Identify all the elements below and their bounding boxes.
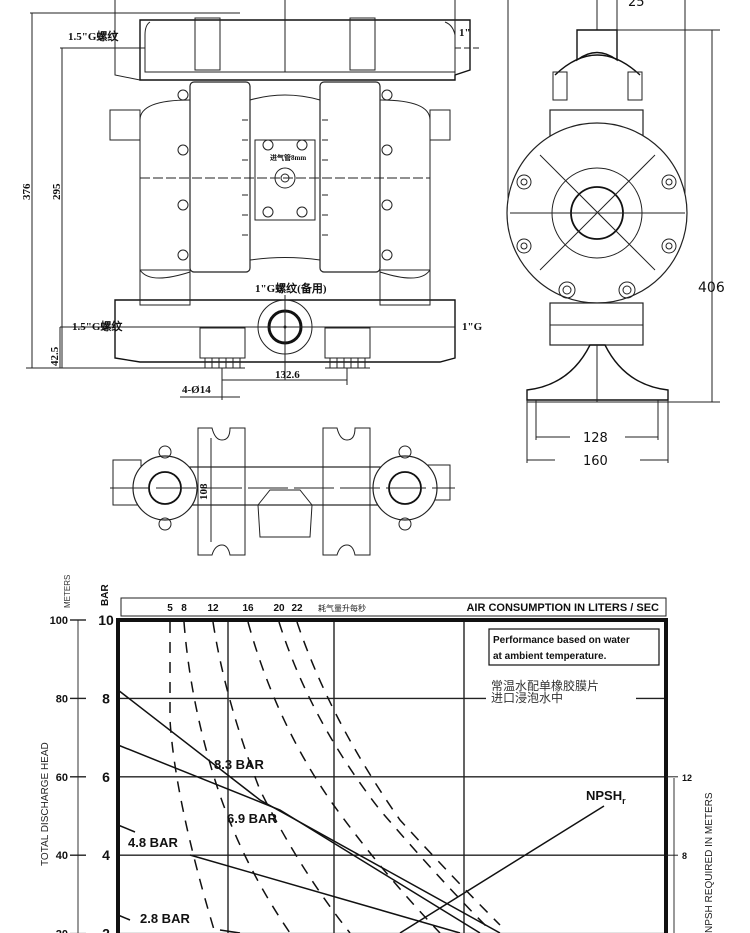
side-bolts xyxy=(516,174,677,299)
air-tick-label: 12 xyxy=(207,603,219,614)
right-axis-title: NPSH REQUIRED IN METERS xyxy=(704,792,715,933)
pressure-curve-6-9-BAR xyxy=(117,744,481,933)
front-view: 进气管8mm 1"G螺纹(备用) 1"G 1" 1.5"G螺纹 1.5"G螺纹 … xyxy=(21,0,483,400)
air-tick-label: 8 xyxy=(181,603,187,614)
spare-port-label: 1"G螺纹(备用) xyxy=(255,281,327,295)
air-tick-label: 22 xyxy=(291,603,303,614)
pressure-curve-4-8-BAR xyxy=(117,824,461,933)
dim-top: 25 xyxy=(628,0,645,10)
label-6-9-bar: 6.9 BAR xyxy=(227,811,277,826)
air-tick-label: 20 xyxy=(273,603,285,614)
npsh-tick-label: 12 xyxy=(682,773,692,783)
meters-tick-label: 60 xyxy=(56,772,68,784)
air-curve-12 xyxy=(212,621,351,933)
outlet-thread-label: 1.5"G螺纹 xyxy=(68,29,119,43)
note-box xyxy=(488,628,660,666)
air-tick-label: 5 xyxy=(167,603,173,614)
npsh-curve xyxy=(399,805,605,933)
label-8-3-bar: 8.3 BAR xyxy=(214,757,264,772)
dim-outlet-height: 295 xyxy=(51,183,63,200)
side-port-label: 1"G xyxy=(462,321,483,333)
dim-height: 406 xyxy=(698,280,725,296)
air-consumption-header xyxy=(120,597,667,617)
bottom-view: 108 xyxy=(110,427,455,556)
pressure-curve-8-3-BAR xyxy=(117,689,501,933)
air-port-label: 1" xyxy=(459,27,471,39)
note-line-1: Performance based on water xyxy=(493,635,630,646)
bar-tick-label: 6 xyxy=(102,769,110,785)
meters-unit: METERS xyxy=(63,575,72,608)
performance-chart: AIR CONSUMPTION IN LITERS / SEC 耗气量升每秒 5… xyxy=(40,575,715,933)
chart-title: AIR CONSUMPTION IN LITERS / SEC xyxy=(466,602,659,614)
meters-tick-label: 20 xyxy=(56,929,68,933)
bar-tick-label: 2 xyxy=(102,926,110,933)
label-npsh: NPSHr xyxy=(586,788,626,806)
air-curve-20 xyxy=(278,621,491,931)
dim-foot-outer: 160 xyxy=(583,454,608,469)
air-curve-8 xyxy=(183,621,291,933)
note-cn-line-1: 常温水配单橡胶膜片 xyxy=(491,678,599,693)
dim-foot-inner: 128 xyxy=(583,431,608,446)
meters-tick-label: 100 xyxy=(50,615,68,627)
housing-ribs xyxy=(242,119,328,236)
label-2-8-bar: 2.8 BAR xyxy=(140,911,190,926)
bar-tick-label: 8 xyxy=(102,690,110,706)
bar-unit: BAR xyxy=(100,584,111,606)
label-4-8-bar: 4.8 BAR xyxy=(128,835,178,850)
bar-tick-label: 10 xyxy=(98,612,114,628)
note-cn-line-2: 进口浸泡水中 xyxy=(491,690,563,705)
air-tick-label: 16 xyxy=(242,603,254,614)
air-curve-22 xyxy=(296,621,501,926)
bar-tick-label: 4 xyxy=(102,847,110,863)
inlet-thread-label: 1.5"G螺纹 xyxy=(72,319,123,333)
plot-frame xyxy=(116,618,668,933)
air-curve-16 xyxy=(247,621,441,933)
air-pipe-label: 进气管8mm xyxy=(270,153,306,162)
dim-total-height: 376 xyxy=(21,183,33,200)
dim-width: 108 xyxy=(198,483,210,500)
left-axis-title: TOTAL DISCHARGE HEAD xyxy=(40,742,51,866)
meters-tick-label: 80 xyxy=(56,693,68,705)
dim-inlet-height: 42.5 xyxy=(49,346,61,366)
air-consumption-cn-label: 耗气量升每秒 xyxy=(318,603,366,613)
housing-bolts xyxy=(177,89,393,261)
npsh-tick-label: 8 xyxy=(682,851,687,861)
meters-tick-label: 40 xyxy=(56,850,68,862)
note-line-2: at ambient temperature. xyxy=(493,651,607,662)
side-view: 25 406 128 xyxy=(506,0,725,469)
dim-holes: 4-Ø14 xyxy=(182,384,211,396)
dim-foot-spacing: 132.6 xyxy=(275,369,300,381)
note-cn-bg xyxy=(486,670,636,706)
